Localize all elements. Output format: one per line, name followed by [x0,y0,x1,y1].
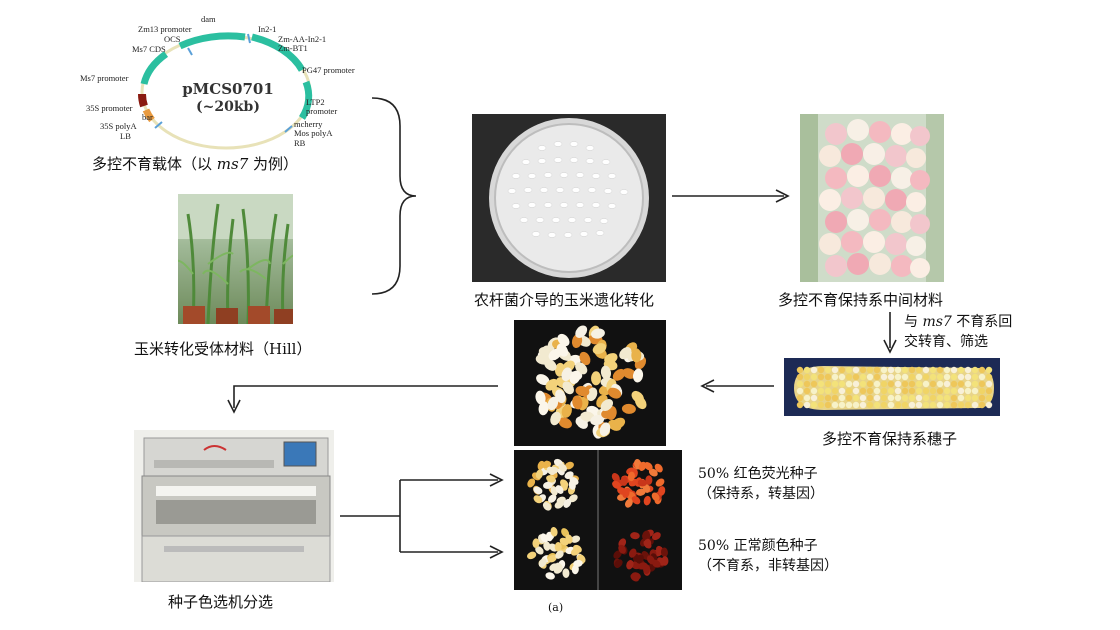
receptor-caption: 玉米转化受体材料（Hill） [134,340,312,358]
plasmid-size: (~20kb) [196,99,260,115]
mixed-seeds-photo [514,320,666,446]
label-pg47: PG47 promoter [302,65,355,75]
intermediate-caption: 多控不育保持系中间材料 [778,291,944,309]
label-zm13: Zm13 promoter [138,24,192,34]
arrow-seeds-to-sorter [227,385,498,414]
arrow-petri-to-intermediate [672,189,790,203]
ear-caption: 多控不育保持系穗子 [822,430,958,448]
label-35sprom: 35S promoter [86,103,133,113]
arrow-ear-to-seeds [700,379,774,393]
label-ms7prom: Ms7 promoter [80,73,129,83]
plasmid-name: pMCS0701 [182,80,274,98]
plasmid-caption: 多控不育载体（以 ms7 为例） [92,155,299,173]
label-zmaa: Zm-AA-In2-1 [278,34,327,44]
petri-dish-photo [472,114,666,282]
merge-brace [371,97,417,295]
plasmid-ring [138,32,313,150]
sorter-branch-arrows [340,473,504,559]
label-in21: In2-1 [258,24,277,34]
sorter-caption: 种子色选机分选 [168,593,274,611]
label-lb: LB [120,131,131,141]
label-ms7cds: Ms7 CDS [132,44,166,54]
seed-sorter-photo [134,430,334,582]
sorted-seeds-photo [514,450,682,590]
normal-seed-result: 50% 正常颜色种子 （不育系，非转基因） [698,538,838,574]
label-ltp2: LTP2 [306,97,325,107]
label-zmbt1: Zm-BT1 [278,43,308,53]
plasmid-map: dam Zm13 promoter OCS Ms7 CDS In2-1 Zm-A… [80,10,400,150]
agro-caption: 农杆菌介导的玉米遗化转化 [474,291,655,309]
label-mcherry: mcherry [294,119,323,129]
label-ocs: OCS [164,34,181,44]
label-rb: RB [294,138,306,148]
label-ltp2-promoter: promoter [306,106,338,116]
backcross-note: 与 ms7 不育系回 交转育、筛选 [904,314,1013,350]
label-35spolya: 35S polyA [100,121,137,131]
maintainer-ear-photo [784,358,1000,416]
maize-plants-photo [178,194,293,324]
figure-label: (a) [548,601,564,614]
label-bar: bar [142,112,153,122]
label-dam: dam [201,14,216,24]
intermediate-seed-jar-photo [800,114,944,282]
red-seed-result: 50% 红色荧光种子 （保持系，转基因） [698,466,824,502]
label-mospolya: Mos polyA [294,128,333,138]
arrow-intermediate-to-ear [883,312,897,354]
